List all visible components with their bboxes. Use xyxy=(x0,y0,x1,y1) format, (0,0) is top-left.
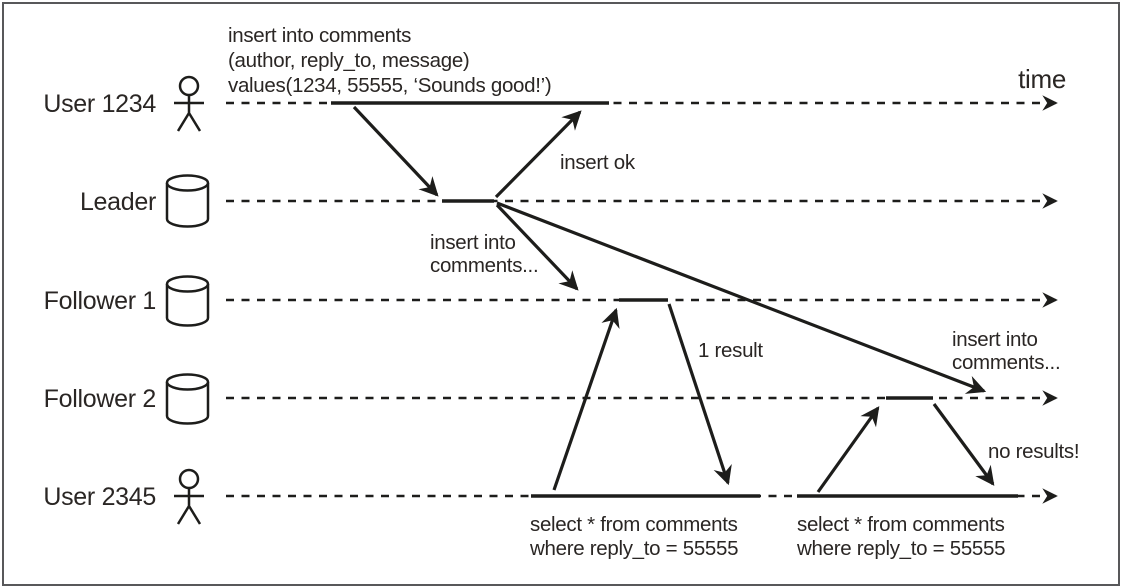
lane-label-follower-1: Follower 1 xyxy=(44,287,156,315)
annotation-replicate-follower-1: insert into comments... xyxy=(430,231,539,277)
database-icon xyxy=(165,174,210,228)
time-axis-label: time xyxy=(1018,64,1066,94)
annotation-insert-statement: insert into comments (author, reply_to, … xyxy=(228,24,552,97)
message-arrows xyxy=(352,105,995,493)
annotation-one-result: 1 result xyxy=(698,339,763,362)
arrow-insert-ok xyxy=(494,110,582,199)
database-icon xyxy=(165,275,210,327)
database-icon xyxy=(165,373,210,425)
arrow-result-follower-2 xyxy=(932,403,995,486)
arrow-replicate-follower-2 xyxy=(496,201,987,394)
svg-text:(author, reply_to, message): (author, reply_to, message) xyxy=(228,49,469,72)
svg-text:insert into: insert into xyxy=(952,328,1038,351)
lane-label-leader: Leader xyxy=(80,188,156,216)
svg-text:select * from comments: select * from comments xyxy=(797,513,1005,536)
person-icon xyxy=(174,468,204,525)
annotation-no-results: no results! xyxy=(988,440,1079,463)
svg-text:select * from comments: select * from comments xyxy=(530,513,738,536)
svg-text:where reply_to = 55555: where reply_to = 55555 xyxy=(796,537,1005,560)
lane-label-user-2345: User 2345 xyxy=(43,483,156,511)
arrow-select-follower-1 xyxy=(552,307,620,491)
lane-label-user-1234: User 1234 xyxy=(43,90,156,118)
activation-segments xyxy=(331,101,1018,498)
arrow-result-follower-1 xyxy=(667,303,732,486)
annotation-select-query-2: select * from comments where reply_to = … xyxy=(796,513,1006,560)
annotations: insert into comments (author, reply_to, … xyxy=(228,24,1080,560)
lane-labels: User 1234 Leader Follower 1 Follower 2 U… xyxy=(43,90,156,511)
lane-icons xyxy=(165,75,210,525)
annotation-replicate-follower-2: insert into comments... xyxy=(952,328,1061,374)
svg-text:values(1234, 55555, ‘Sounds go: values(1234, 55555, ‘Sounds good!’) xyxy=(228,74,551,97)
lane-label-follower-2: Follower 2 xyxy=(44,385,156,413)
svg-text:insert into: insert into xyxy=(430,231,516,254)
arrow-replicate-follower-1 xyxy=(495,203,579,291)
svg-text:comments...: comments... xyxy=(430,254,538,277)
person-icon xyxy=(174,75,204,132)
annotation-select-query-1: select * from comments where reply_to = … xyxy=(529,513,739,560)
svg-text:where reply_to = 55555: where reply_to = 55555 xyxy=(529,537,738,560)
annotation-insert-ok: insert ok xyxy=(560,151,636,174)
arrow-insert-to-leader xyxy=(352,105,439,197)
arrow-select-follower-2 xyxy=(816,406,880,493)
svg-text:insert into comments: insert into comments xyxy=(228,24,411,47)
svg-text:comments...: comments... xyxy=(952,351,1060,374)
